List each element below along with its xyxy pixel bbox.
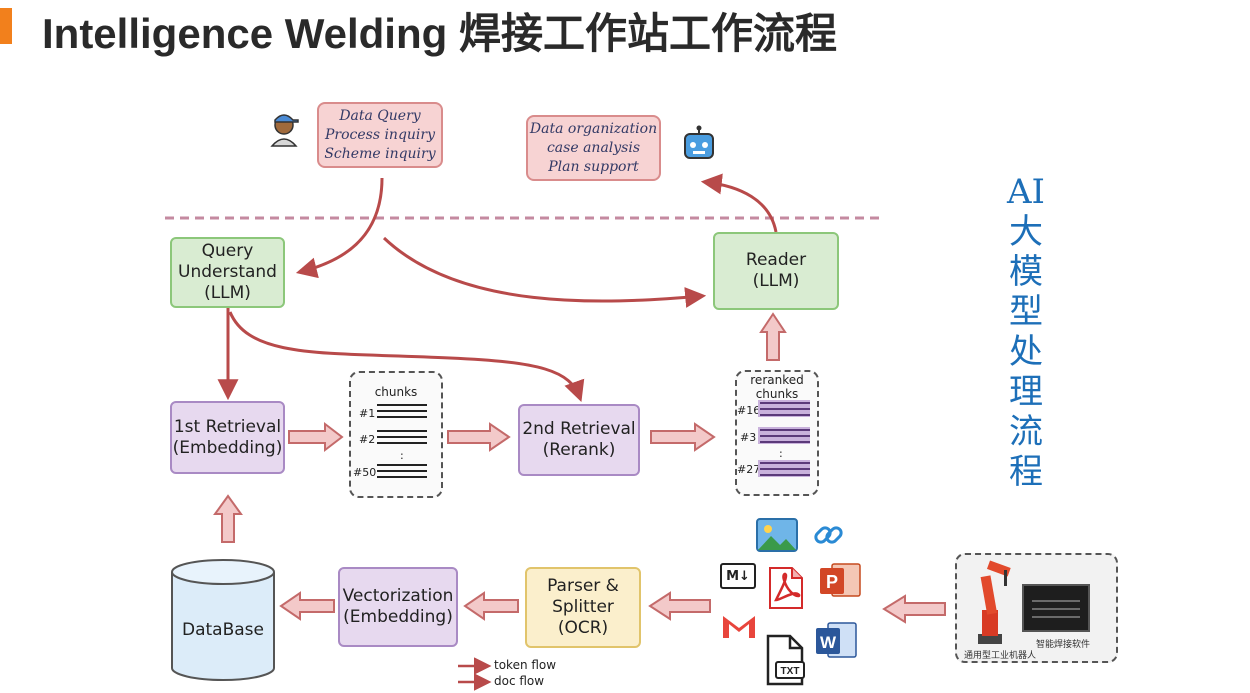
- flow-reader-to-answer: [700, 173, 778, 233]
- gmail-icon: [720, 612, 758, 644]
- chunk-label-1: #1: [359, 407, 376, 420]
- reader-node: Reader (LLM): [713, 232, 839, 310]
- word-icon: W: [814, 620, 858, 664]
- reranked-label-4: #27: [737, 463, 761, 476]
- reader-line-1: Reader: [745, 250, 807, 270]
- powerpoint-letter: P: [826, 572, 838, 592]
- legend-token-flow: token flow: [494, 658, 557, 672]
- second-retrieval-node: 2nd Retrieval (Rerank): [518, 404, 640, 476]
- link-icon: [812, 518, 846, 556]
- parser-line-3: (OCR): [557, 618, 609, 638]
- sr-line-2: (Rerank): [542, 440, 616, 460]
- legend-doc-flow: doc flow: [494, 674, 545, 688]
- doc-arrow-robot-to-files: [882, 594, 946, 624]
- parser-node: Parser & Splitter (OCR): [525, 567, 641, 648]
- txt-icon: TXT: [762, 634, 806, 690]
- reranked-label-2: #3: [740, 431, 757, 444]
- sr-line-1: 2nd Retrieval: [522, 419, 636, 439]
- markdown-icon-text: M↓: [726, 568, 750, 584]
- reranked-lines: [758, 400, 810, 477]
- user-icon: [266, 108, 302, 148]
- reranked-title-1: reranked: [750, 373, 804, 387]
- chunk-label-4: #50: [353, 466, 377, 479]
- side-title-char-7: 流: [1009, 412, 1043, 452]
- doc-arrow-database-to-retrieval: [213, 494, 243, 543]
- database-node: DataBase: [182, 619, 264, 640]
- title-accent-bar: [0, 8, 12, 44]
- query-understand-node: Query Understand (LLM): [170, 237, 285, 308]
- chunk-lines: [377, 404, 427, 478]
- query-line-3: Scheme inquiry: [324, 145, 436, 162]
- markdown-icon: M↓: [720, 563, 756, 589]
- side-title-char-2: 大: [1009, 212, 1043, 252]
- side-title: AI 大 模 型 处 理 流 程: [1004, 172, 1048, 492]
- first-retrieval-node: 1st Retrieval (Embedding): [170, 401, 285, 474]
- bot-icon: [680, 124, 718, 162]
- flow-query-to-understand: [295, 177, 384, 279]
- doc-arrow-reranked-to-reader: [759, 312, 787, 361]
- software-label: 智能焊接软件: [1036, 640, 1091, 650]
- doc-arrow-files-to-parser: [648, 591, 711, 621]
- robot-label: 通用型工业机器人: [964, 651, 1037, 661]
- qu-line-2: Understand: [178, 262, 277, 282]
- chunk-label-2: #2: [359, 433, 376, 446]
- chunk-label-3: :: [400, 449, 404, 462]
- qu-line-3: (LLM): [204, 283, 251, 303]
- side-title-char-1: AI: [1007, 172, 1045, 212]
- side-title-char-4: 型: [1009, 292, 1043, 332]
- vec-line-1: Vectorization: [342, 586, 454, 606]
- vec-line-2: (Embedding): [343, 607, 453, 627]
- flow-understand-to-rerank: [228, 311, 585, 402]
- fr-line-1: 1st Retrieval: [173, 416, 282, 437]
- doc-arrow-retrieval-to-chunks: [288, 421, 344, 453]
- welding-software-screen: [1022, 584, 1090, 632]
- database-cylinder: [171, 559, 275, 681]
- welding-robot-icon: [966, 556, 1016, 652]
- reranked-title-2: chunks: [755, 387, 799, 401]
- page-title: Intelligence Welding 焊接工作站工作流程: [42, 10, 837, 57]
- txt-label: TXT: [781, 666, 800, 677]
- reranked-label-1: #16: [737, 404, 761, 417]
- side-title-char-3: 模: [1009, 252, 1043, 292]
- flow-query-to-reader: [382, 236, 707, 308]
- word-letter: W: [820, 633, 837, 652]
- fr-line-2: (Embedding): [172, 437, 283, 458]
- vectorization-node: Vectorization (Embedding): [338, 567, 458, 647]
- side-title-char-5: 处: [1009, 332, 1043, 372]
- qu-line-1: Query: [201, 241, 254, 261]
- side-title-char-8: 程: [1009, 452, 1043, 492]
- chunks-title: chunks: [374, 385, 418, 399]
- query-line-2: Process inquiry: [324, 126, 436, 143]
- answer-line-2: case analysis: [546, 139, 641, 156]
- query-line-1: Data Query: [339, 107, 421, 124]
- powerpoint-icon: P: [818, 560, 862, 604]
- answer-line-3: Plan support: [548, 158, 639, 175]
- doc-arrow-vector-to-database: [279, 591, 335, 621]
- doc-arrow-rerank-to-reranked: [650, 422, 716, 452]
- image-icon: [756, 518, 798, 556]
- parser-line-2: Splitter: [552, 597, 614, 617]
- answer-line-1: Data organization: [529, 120, 658, 137]
- pdf-icon: [768, 566, 804, 614]
- doc-arrow-parser-to-vector: [463, 591, 519, 621]
- query-bubble: Data Query Process inquiry Scheme inquir…: [317, 102, 443, 168]
- parser-line-1: Parser &: [547, 576, 619, 596]
- side-title-char-6: 理: [1009, 372, 1043, 412]
- reranked-label-3: :: [779, 447, 783, 460]
- doc-arrow-chunks-to-rerank: [447, 422, 511, 452]
- reader-line-2: (LLM): [752, 271, 800, 291]
- answer-bubble: Data organization case analysis Plan sup…: [526, 115, 661, 181]
